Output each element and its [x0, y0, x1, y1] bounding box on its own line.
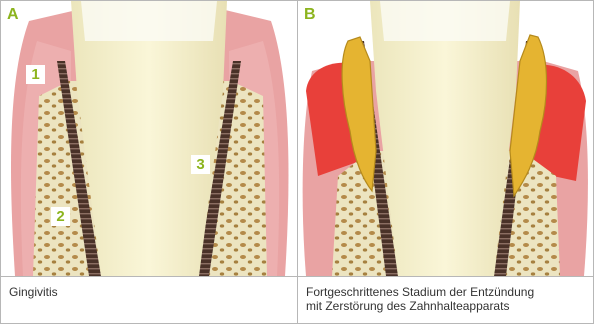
label-2-badge: 2	[51, 207, 70, 226]
label-1-badge: 1	[26, 65, 45, 84]
panel-b-illustration	[298, 1, 593, 276]
panel-divider-vertical	[297, 1, 298, 323]
label-3-badge: 3	[191, 155, 210, 174]
panel-a-letter: A	[7, 7, 19, 23]
panel-a-illustration	[1, 1, 297, 276]
panel-b-letter: B	[304, 7, 316, 23]
caption-b-line1: Fortgeschrittenes Stadium der Entzündung	[306, 285, 591, 299]
caption-divider	[1, 276, 593, 277]
caption-a: Gingivitis	[9, 285, 58, 299]
caption-b: Fortgeschrittenes Stadium der Entzündung…	[306, 285, 591, 313]
periodontitis-illustration	[298, 1, 593, 276]
caption-b-line2: mit Zerstörung des Zahnhalteapparats	[306, 299, 591, 313]
gingivitis-illustration	[1, 1, 297, 276]
